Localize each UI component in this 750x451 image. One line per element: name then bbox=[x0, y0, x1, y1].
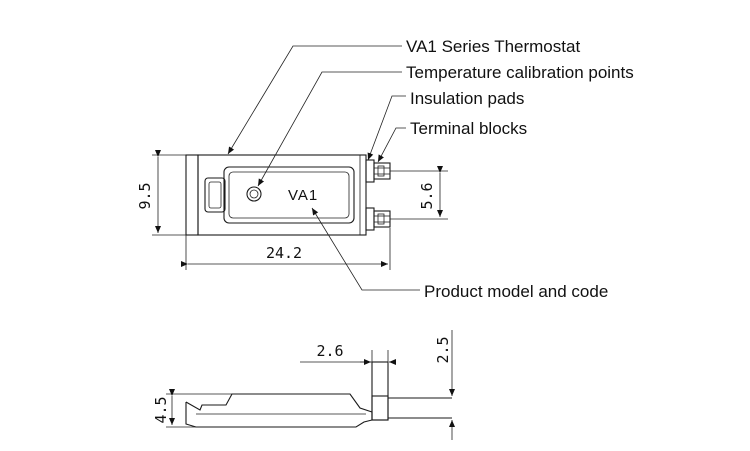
callout-insulation: Insulation pads bbox=[410, 89, 524, 108]
dim-terminal-height: 2.5 bbox=[434, 336, 452, 363]
body-tab bbox=[204, 177, 226, 213]
callout-series: VA1 Series Thermostat bbox=[406, 37, 580, 56]
top-view: VA1 9.5 24.2 5.6 bbox=[136, 45, 448, 291]
label-plate bbox=[223, 166, 355, 224]
side-view: 2.6 2.5 4.5 bbox=[152, 330, 455, 440]
callout-calibration: Temperature calibration points bbox=[406, 63, 634, 82]
calibration-point bbox=[246, 186, 262, 202]
dim-terminal-width: 2.6 bbox=[316, 342, 343, 360]
terminal-block-lower bbox=[365, 207, 391, 231]
dim-length: 24.2 bbox=[266, 244, 302, 262]
terminal-block-upper bbox=[365, 159, 391, 183]
model-label: VA1 bbox=[288, 187, 318, 204]
dim-height: 9.5 bbox=[136, 182, 154, 209]
dim-thickness: 4.5 bbox=[152, 396, 170, 423]
dim-terminal-pitch: 5.6 bbox=[418, 182, 436, 209]
side-terminal-post bbox=[371, 361, 389, 421]
callout-product: Product model and code bbox=[424, 282, 608, 301]
side-base bbox=[185, 402, 373, 428]
body-left-end bbox=[185, 154, 199, 236]
thermostat-body bbox=[197, 154, 367, 236]
callout-terminals: Terminal blocks bbox=[410, 119, 527, 138]
